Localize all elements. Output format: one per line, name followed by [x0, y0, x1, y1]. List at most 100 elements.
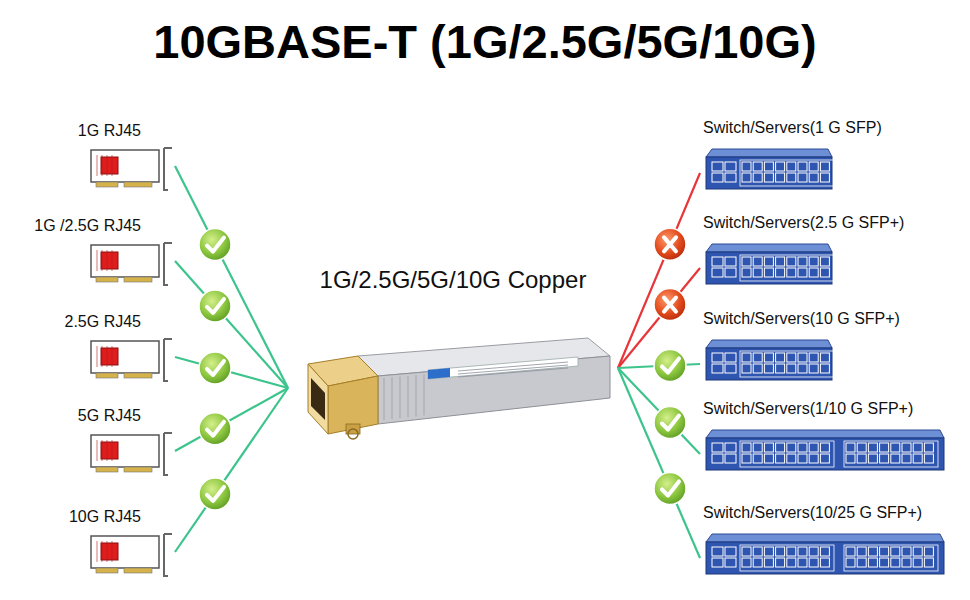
card-board: [91, 536, 159, 568]
switch-ports: [712, 351, 834, 377]
card-bracket: [164, 339, 172, 381]
switch-top: [706, 244, 832, 252]
chip-pin: [107, 440, 108, 461]
chip-pin: [97, 346, 98, 367]
device-label: Switch/Servers(2.5 G SFP+): [700, 214, 960, 232]
compatible-mark: [199, 413, 231, 445]
chip-pin: [97, 250, 98, 271]
card-chip: [101, 543, 118, 560]
card-fingers: [124, 568, 152, 573]
card-chip: [101, 252, 118, 269]
link-line: [175, 261, 288, 388]
chip-pin: [112, 346, 113, 367]
card-fingers: [96, 277, 118, 282]
device-label: 2.5G RJ45: [10, 313, 175, 331]
network-card: 2.5G RJ45: [10, 313, 175, 383]
module-sticker-logo: [428, 368, 450, 379]
jack-side: [328, 376, 378, 434]
switch-top: [706, 340, 832, 348]
card-fingers: [96, 467, 118, 472]
link-line: [618, 368, 700, 454]
switch-icon: [704, 428, 948, 476]
switch-top: [706, 430, 944, 438]
compatible-mark: [654, 349, 686, 381]
network-card-icon: [88, 431, 174, 477]
switch-front: [706, 157, 832, 189]
link-line: [175, 388, 288, 552]
card-board: [91, 245, 159, 277]
network-card-icon: [88, 146, 174, 192]
card-chip: [101, 348, 118, 365]
card-board: [91, 150, 159, 182]
chip-pin: [102, 155, 103, 176]
network-card: 10G RJ45: [10, 508, 175, 578]
latch-ring: [348, 429, 358, 439]
switch-icon: [704, 242, 836, 290]
compatible-mark: [199, 478, 231, 510]
jack-opening: [311, 378, 325, 420]
module-sticker: [428, 357, 578, 379]
chip-pin: [97, 541, 98, 562]
network-card: 5G RJ45: [10, 407, 175, 477]
module-ridge: [383, 378, 384, 420]
card-chip: [101, 157, 118, 174]
link-line: [618, 368, 700, 558]
switch-icon: [704, 338, 836, 386]
card-fingers: [96, 568, 118, 573]
module-ridge: [399, 377, 400, 419]
device-label: 5G RJ45: [10, 407, 175, 425]
module-label: 1G/2.5G/5G/10G Copper: [288, 266, 618, 294]
compatible-mark: [654, 407, 686, 439]
switch-front: [706, 348, 832, 380]
switch-icon: [704, 147, 836, 195]
card-fingers: [124, 373, 152, 378]
chip-pin: [102, 440, 103, 461]
diagram-title: 10GBASE-T (1G/2.5G/5G/10G): [0, 14, 970, 69]
device-label: 1G /2.5G RJ45: [10, 217, 175, 235]
card-fingers: [124, 182, 152, 187]
card-fingers: [124, 467, 152, 472]
card-bracket: [164, 534, 172, 576]
switch-server: Switch/Servers(2.5 G SFP+): [700, 214, 960, 288]
sticker-line: [458, 368, 568, 377]
link-line: [175, 357, 288, 388]
link-line: [618, 173, 700, 368]
chip-pin: [112, 155, 113, 176]
compatible-mark: [199, 352, 231, 384]
chip-pin: [107, 155, 108, 176]
switch-ports: [712, 255, 834, 281]
device-label: Switch/Servers(10/25 G SFP+): [700, 504, 960, 522]
incompatible-mark: [654, 289, 686, 321]
chip-pin: [102, 250, 103, 271]
network-card-icon: [88, 241, 174, 287]
device-label: Switch/Servers(1/10 G SFP+): [700, 400, 960, 418]
card-board: [91, 341, 159, 373]
network-card-icon: [88, 337, 174, 383]
switch-ports: [712, 441, 938, 467]
chip-pin: [102, 346, 103, 367]
switch-front: [706, 542, 944, 574]
switch-server: Switch/Servers(1/10 G SFP+): [700, 400, 960, 478]
switch-top: [706, 534, 944, 542]
switch-front: [706, 438, 944, 470]
chip-pin: [97, 440, 98, 461]
sfp-module: 1G/2.5G/5G/10G Copper: [288, 266, 618, 446]
compatible-mark: [199, 290, 231, 322]
network-card-icon: [88, 532, 174, 578]
module-ridge: [423, 375, 424, 416]
link-line: [175, 166, 288, 388]
card-bracket: [164, 243, 172, 285]
card-fingers: [96, 373, 118, 378]
card-bracket: [164, 433, 172, 475]
card-board: [91, 435, 159, 467]
link-line: [175, 388, 288, 451]
network-card: 1G /2.5G RJ45: [10, 217, 175, 287]
module-ridge: [391, 377, 392, 419]
switch-server: Switch/Servers(10/25 G SFP+): [700, 504, 960, 582]
jack-front: [308, 364, 328, 434]
compatible-mark: [199, 229, 231, 261]
chip-pin: [102, 541, 103, 562]
chip-pin: [112, 250, 113, 271]
switch-icon: [704, 532, 948, 580]
device-label: 1G RJ45: [10, 122, 175, 140]
